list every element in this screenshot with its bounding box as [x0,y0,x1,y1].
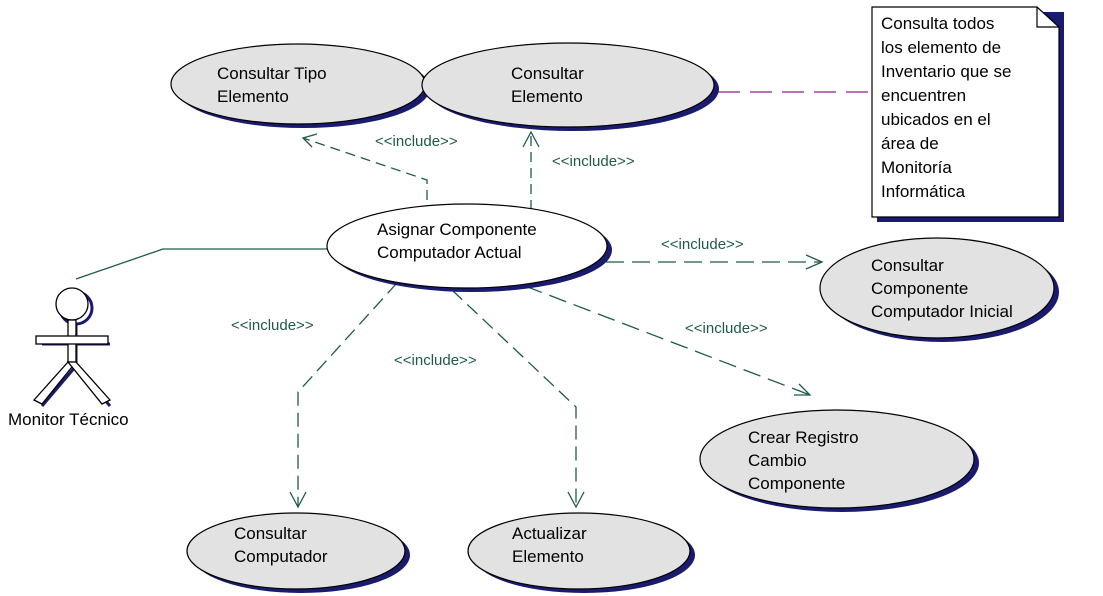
include-label-actualizar: <<include>> [394,352,477,369]
include-label-tipo-elemento: <<include>> [375,133,458,150]
use-case-label: Componente [748,474,845,493]
use-case-crear-registro[interactable]: Crear Registro Cambio Componente [699,409,979,512]
note: Consulta todos los elemento de Inventari… [871,6,1064,222]
include-dependency-consultar-tipo-elemento [301,133,428,200]
note-line: Monitoría [881,158,952,177]
use-case-consultar-computador[interactable]: Consultar Computador [186,512,410,593]
include-dependency-consultar-elemento [522,130,540,210]
actor-label: Monitor Técnico [8,410,129,429]
include-dependency-actualizar-elemento [451,289,585,509]
use-case-label: Consultar [234,524,307,543]
use-case-label: Elemento [512,547,584,566]
include-label-computador: <<include>> [231,317,314,334]
use-case-consultar-componente-inicial[interactable]: Consultar Componente Computador Inicial [819,237,1059,342]
use-case-label: Asignar Componente [377,220,537,239]
use-case-label: Consultar Tipo [217,64,327,83]
use-case-consultar-tipo-elemento[interactable]: Consultar Tipo Elemento [170,43,430,128]
note-line: Consulta todos [881,14,994,33]
use-case-label: Crear Registro [748,428,859,447]
use-case-actualizar-elemento[interactable]: Actualizar Elemento [467,512,695,593]
use-case-label: Consultar [511,64,584,83]
use-case-label: Consultar [871,256,944,275]
use-case-label: Actualizar [512,524,587,543]
include-dependency-consultar-computador [289,282,398,509]
use-case-label: Componente [871,279,968,298]
use-case-label: Elemento [511,87,583,106]
use-case-label: Computador Actual [377,243,522,262]
note-line: Informática [881,182,966,201]
use-case-label: Computador [234,547,328,566]
actor-monitor-tecnico[interactable]: Monitor Técnico [8,287,129,429]
include-label-elemento: <<include>> [552,153,635,170]
use-case-label: Elemento [217,87,289,106]
note-line: Inventario que se [881,62,1011,81]
include-dependency-consultar-componente-inicial [606,254,824,270]
note-line: ubicados en el [881,110,991,129]
note-line: los elemento de [881,38,1001,57]
include-label-componente-inicial: <<include>> [661,236,744,253]
use-case-label: Cambio [748,451,807,470]
use-case-label: Computador Inicial [871,302,1013,321]
use-case-consultar-elemento[interactable]: Consultar Elemento [421,42,719,131]
actor-figure-icon [32,287,112,407]
main-use-case-asignar-componente[interactable]: Asignar Componente Computador Actual [326,203,612,292]
note-line: área de [881,134,939,153]
actor-association-line [75,248,330,280]
note-line: encuentren [881,86,966,105]
include-label-crear-registro: <<include>> [685,320,768,337]
include-dependency-crear-registro [524,285,812,396]
